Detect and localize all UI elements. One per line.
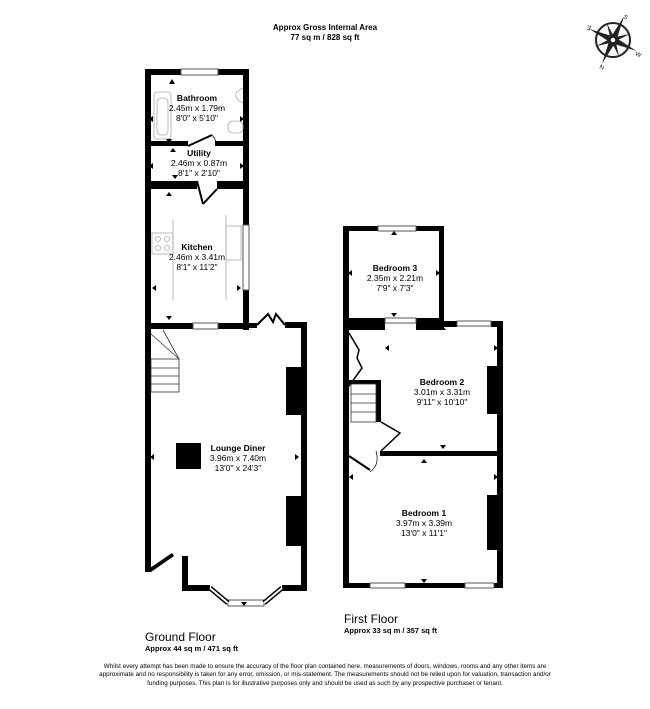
first-floor-title: First Floor (344, 612, 398, 626)
compass-label-s: S (622, 14, 628, 21)
first-floor-area: Approx 33 sq m / 357 sq ft (344, 626, 437, 635)
room-label-bathroom: Bathroom 2.45m x 1.79m 8'0" x 5'10" (168, 93, 226, 123)
disclaimer-text: Whilst every attempt has been made to en… (99, 663, 551, 687)
room-label-lounge-diner: Lounge Diner 3.96m x 7.40m 13'0" x 24'3" (209, 443, 267, 473)
room-label-bedroom-3: Bedroom 3 2.35m x 2.21m 7'9" x 7'3" (366, 263, 424, 293)
gross-area-value: 77 sq m / 828 sq ft (290, 33, 360, 42)
gross-area-header: Approx Gross Internal Area 77 sq m / 828… (0, 23, 650, 43)
compass-rose-icon: S W N E (586, 14, 642, 70)
svg-text:W: W (634, 51, 642, 59)
room-label-bedroom-1: Bedroom 1 3.97m x 3.39m 13'0" x 11'1" (395, 508, 453, 538)
ground-floor-area: Approx 44 sq m / 471 sq ft (145, 644, 238, 653)
ground-floor-caption: Ground Floor Approx 44 sq m / 471 sq ft (145, 630, 238, 653)
gross-area-title: Approx Gross Internal Area (272, 23, 378, 32)
svg-text:N: N (598, 64, 604, 70)
svg-text:E: E (586, 24, 592, 31)
ground-floor-title: Ground Floor (145, 630, 216, 644)
first-floor-caption: First Floor Approx 33 sq m / 357 sq ft (344, 612, 437, 635)
room-label-kitchen: Kitchen 2.46m x 3.41m 8'1" x 11'2" (168, 242, 226, 272)
room-label-utility: Utility 2.46m x 0.87m 8'1" x 2'10" (170, 148, 228, 178)
room-label-bedroom-2: Bedroom 2 3.01m x 3.31m 9'11" x 10'10" (413, 377, 471, 407)
